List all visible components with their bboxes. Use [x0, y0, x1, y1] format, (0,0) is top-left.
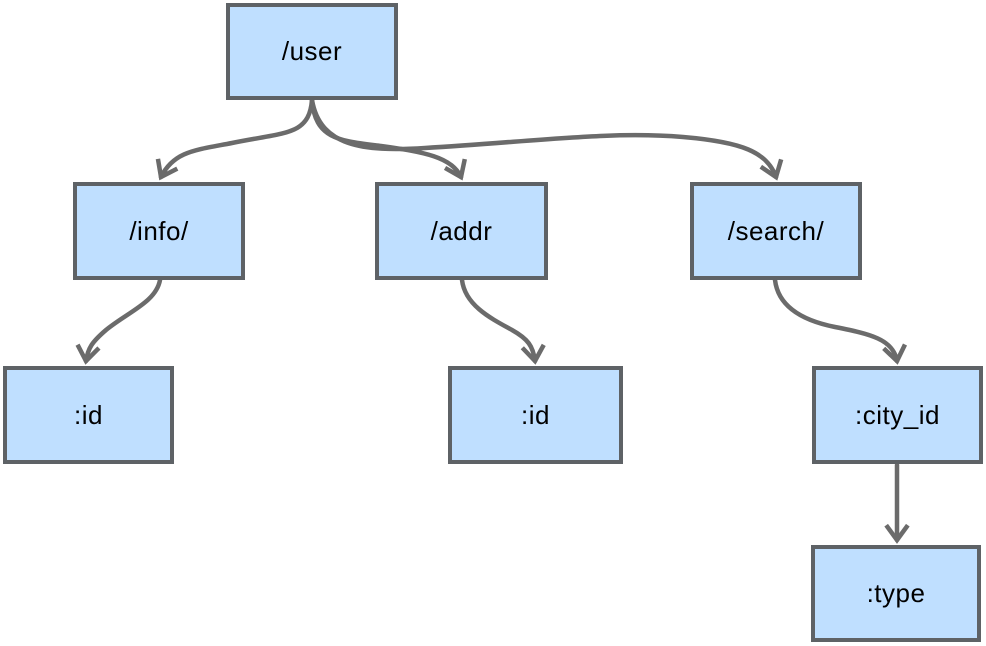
node-city-id-label: :city_id [855, 399, 940, 430]
node-info-label: /info/ [129, 215, 189, 246]
node-search: /search/ [690, 182, 862, 280]
edge-info-id [75, 277, 163, 365]
edge-search-cityid [772, 277, 908, 365]
node-info-id: :id [3, 366, 174, 464]
edge-user-search [309, 97, 784, 181]
edge-user-addr [309, 97, 467, 181]
edge-addr-id [459, 277, 546, 365]
edge-user-info [155, 97, 315, 181]
node-user-label: /user [281, 36, 343, 66]
node-addr: /addr [375, 182, 548, 280]
node-city-id: :city_id [812, 366, 983, 464]
node-user: /user [226, 3, 398, 100]
node-info: /info/ [73, 182, 245, 280]
node-addr-id: :id [448, 366, 623, 464]
node-info-id-label: :id [74, 399, 103, 430]
node-type-label: :type [866, 578, 926, 608]
node-type: :type [811, 545, 981, 642]
node-addr-id-label: :id [521, 399, 550, 430]
node-addr-label: /addr [430, 215, 493, 246]
node-search-label: /search/ [727, 215, 825, 246]
